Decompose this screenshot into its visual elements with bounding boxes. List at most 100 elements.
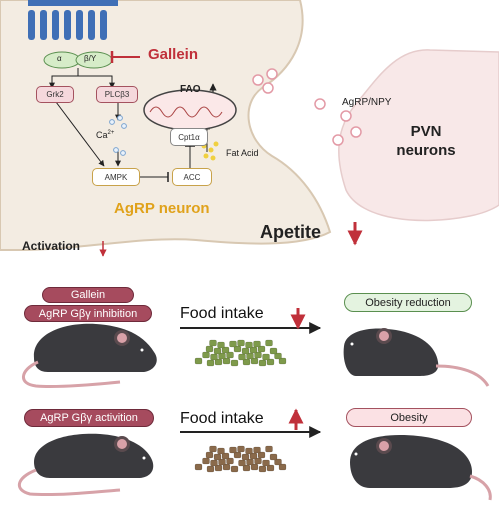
food-pellet [194, 463, 203, 471]
agrp-npy-vesicles [252, 68, 362, 146]
food-pellet [226, 351, 234, 359]
agrp-gby-inhibition-pill: AgRP Gβγ inhibition [24, 305, 152, 322]
food-pellet [242, 464, 251, 472]
food-pellet [214, 358, 223, 366]
food-pellet [245, 341, 253, 349]
food-pellet [237, 445, 245, 453]
food-pellet [254, 351, 262, 359]
food-pellet [241, 453, 250, 461]
mouse-bottom-right-icon [350, 435, 492, 501]
agrp-npy-label: AgRP/NPY [342, 97, 392, 108]
food-pellet [278, 357, 287, 365]
plcb3-box: PLCβ3 [96, 86, 138, 103]
food-pellet [217, 341, 225, 349]
food-pellet [238, 459, 246, 467]
obesity-pill: Obesity [346, 408, 472, 427]
food-pellet [249, 346, 258, 354]
food-pellet [254, 457, 262, 465]
food-pellet [265, 339, 273, 347]
food-pellet [222, 463, 231, 471]
food-pellet [218, 352, 226, 360]
food-pellet [266, 464, 275, 472]
food-pellet [238, 353, 246, 361]
food-pellet [205, 345, 214, 353]
mouse-top-left-icon [22, 323, 157, 389]
fao-label: FAO [180, 84, 201, 95]
food-pellet [233, 345, 242, 353]
mitochondrion-icon [143, 89, 237, 131]
food-pellet [245, 447, 253, 455]
food-pellet [237, 339, 245, 347]
food-pellet [226, 457, 234, 465]
agrp-neuron-title: AgRP neuron [114, 200, 210, 217]
grk2-box: Grk2 [36, 86, 74, 103]
food-pellet [249, 452, 258, 460]
food-pellet [250, 357, 259, 365]
food-pellet [258, 359, 267, 367]
g-alpha-label: α [57, 54, 62, 63]
food-pellet [205, 451, 214, 459]
food-pellet [246, 458, 254, 466]
food-pellet [229, 446, 237, 454]
food-pellet [209, 445, 217, 453]
fat-acid-label: Fat Acid [226, 148, 259, 158]
food-pellet [210, 353, 218, 361]
pvn-neurons-cell [338, 49, 499, 222]
food-pellet [269, 453, 278, 461]
mouse-top-right-icon [343, 328, 490, 387]
pvn-neurons-label: PVN neurons [396, 123, 456, 159]
food-pellet [250, 463, 259, 471]
food-pellet [230, 465, 239, 473]
food-pellet [221, 346, 230, 354]
mouse-bottom-left-icon [18, 433, 154, 497]
food-pellet [221, 452, 230, 460]
food-pellet [274, 458, 282, 466]
food-intake-top-label: Food intake [180, 305, 264, 322]
g-beta-gamma-label: β/Y [84, 54, 97, 63]
food-pellet [222, 357, 231, 365]
food-pellet [233, 451, 242, 459]
gallein-label: Gallein [148, 46, 199, 63]
food-pellet [218, 458, 226, 466]
food-pellet [217, 447, 225, 455]
agrp-gby-activation-pill: AgRP Gβγ activition [24, 409, 154, 427]
food-pellet [262, 459, 270, 467]
food-pellet [209, 339, 217, 347]
food-pellet [213, 347, 222, 355]
food-pellet [206, 465, 215, 473]
gallein-pill: Gallein [42, 287, 134, 303]
food-pellet [214, 464, 223, 472]
food-pellet [253, 446, 261, 454]
activation-label: Activation [22, 239, 81, 253]
food-pellet [229, 340, 237, 348]
food-pellet [269, 347, 278, 355]
gpcr-receptor-icon [28, 0, 118, 40]
food-pellet [202, 351, 210, 359]
food-pellet [210, 459, 218, 467]
food-pellet [257, 451, 266, 459]
apetite-label: Apetite [260, 222, 322, 242]
food-pellet [262, 353, 270, 361]
calcium-label: Ca2+ [96, 130, 115, 140]
cpt1a-box: Cpt1α [170, 128, 208, 146]
food-pellet [206, 359, 215, 367]
food-pellet [194, 357, 203, 365]
food-pellet [230, 359, 239, 367]
food-pellet [213, 453, 222, 461]
food-pellets-increased [194, 445, 287, 473]
food-pellets-reduced [194, 339, 287, 367]
food-pellet [258, 465, 267, 473]
obesity-reduction-pill: Obesity reduction [344, 293, 472, 312]
food-pellet [242, 358, 251, 366]
ampk-box: AMPK [92, 168, 140, 186]
acc-box: ACC [172, 168, 212, 186]
food-pellet [241, 347, 250, 355]
g-alpha-subunit [43, 51, 81, 69]
food-intake-bottom-label: Food intake [180, 410, 264, 427]
food-pellet [278, 463, 287, 471]
food-pellet [246, 352, 254, 360]
food-pellet [202, 457, 210, 465]
food-pellet [274, 352, 282, 360]
food-pellet [265, 445, 273, 453]
